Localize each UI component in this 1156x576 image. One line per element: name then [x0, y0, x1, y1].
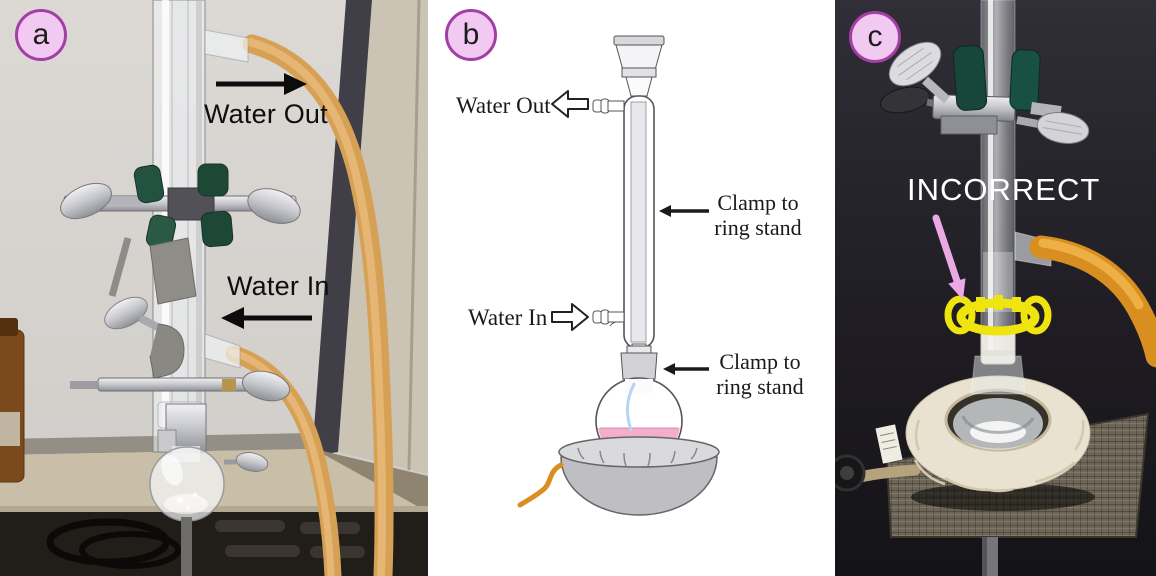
panel-b-graphic	[517, 35, 720, 516]
side-wall-seam	[407, 0, 421, 471]
mantle-power-cord	[517, 462, 564, 508]
water-in-barb	[592, 309, 625, 325]
clamp-top-arrow-icon	[659, 205, 709, 217]
cable-coil	[46, 518, 181, 569]
water-in-label: Water In	[227, 271, 330, 301]
green-jaw-right	[1009, 49, 1041, 111]
clamp-wing-screw-left	[60, 182, 112, 220]
stand-rod	[181, 517, 192, 576]
clamp-top-label: Clamp to ring stand	[714, 190, 802, 241]
knit-texture	[913, 419, 1085, 493]
mantle-cord	[835, 454, 921, 492]
water-out-tubing	[242, 34, 394, 576]
water-in-tubing	[225, 345, 342, 576]
clamp-bottom-arrow-icon	[663, 363, 709, 375]
water-out-hollow-arrow-icon	[551, 90, 589, 118]
water-out-barb	[592, 98, 625, 114]
top-clamp	[879, 41, 1090, 144]
orange-tubing	[1029, 235, 1156, 368]
panel-a-graphic	[0, 0, 428, 576]
panel-c-graphic	[835, 0, 1156, 576]
panel-a-photo: Water Out Water In a	[0, 0, 428, 576]
diagram-heating-mantle	[517, 436, 720, 516]
green-jaw-left	[952, 45, 988, 111]
bench-shadow	[314, 449, 428, 512]
water-out-arrow-icon	[216, 73, 307, 95]
condenser-body	[609, 95, 655, 349]
amber-bottle	[0, 318, 25, 483]
fabric-heating-mantle	[875, 375, 1095, 511]
wing-nut	[888, 41, 942, 87]
keck-clip	[944, 295, 1052, 336]
panel-b-badge: b	[445, 9, 497, 61]
condenser-bottom-arm	[204, 333, 241, 369]
frame-edge	[312, 0, 372, 456]
panel-c-badge: c	[849, 11, 901, 63]
clamp-wing-screw-right	[247, 188, 301, 224]
incorrect-arrow-icon	[932, 214, 966, 300]
support-rod	[982, 537, 998, 576]
incorrect-label: INCORRECT	[907, 172, 1101, 207]
condensate-drip-line	[625, 382, 636, 432]
condenser-top-joint	[613, 35, 665, 97]
side-wall	[338, 0, 428, 474]
water-in-arrow-icon	[221, 307, 312, 329]
thumb-screw-right	[1036, 112, 1090, 144]
diagram-water-out-label: Water Out	[456, 93, 551, 118]
bottom-clamp	[70, 370, 291, 402]
bench-thumbscrew	[224, 452, 269, 472]
water-out-label: Water Out	[204, 99, 328, 129]
bench-front-edge	[0, 506, 428, 516]
panel-a-badge: a	[15, 9, 67, 61]
clamp-bottom-label: Clamp to ring stand	[716, 349, 804, 400]
clamp-green-jaws	[133, 163, 234, 250]
diagram-water-in-label: Water In	[468, 305, 548, 330]
lower-small-clamp	[104, 296, 185, 379]
condenser-top-arm	[204, 29, 249, 63]
upper-clamp	[60, 163, 301, 305]
mantle-label-tag	[875, 424, 903, 464]
condenser-tube	[980, 0, 1016, 351]
flask	[149, 446, 225, 522]
panel-b-diagram: Water Out Water In Clamp to ring stand C…	[428, 0, 835, 576]
water-in-hollow-arrow-icon	[551, 303, 589, 331]
bench-dark-base	[0, 512, 428, 576]
clamp-bracket	[149, 237, 197, 305]
panel-c-photo: INCORRECT c	[835, 0, 1156, 576]
